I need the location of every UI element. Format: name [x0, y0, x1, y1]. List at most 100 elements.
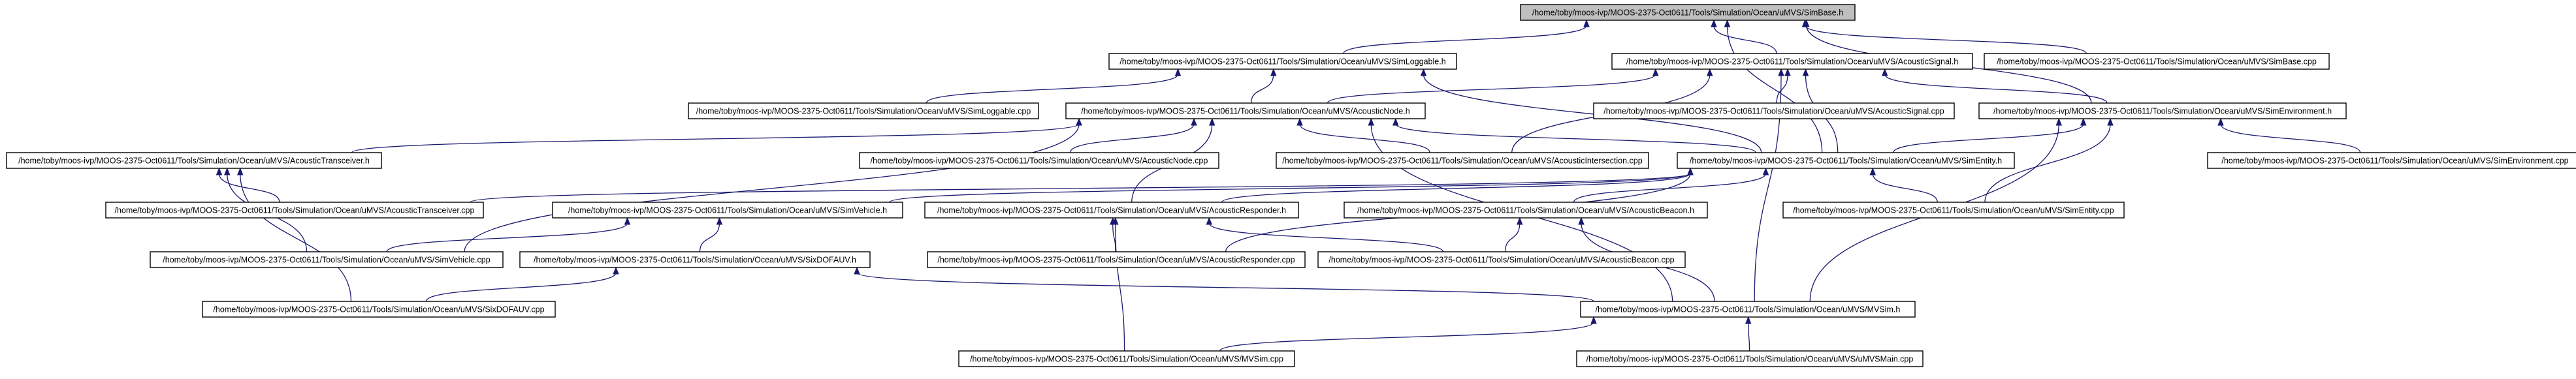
- arrow-head: [1803, 19, 1810, 27]
- node-simloggable-cpp[interactable]: /home/toby/moos-ivp/MOOS-2375-Oct0611/To…: [688, 102, 1039, 119]
- node-simvehicle-cpp[interactable]: /home/toby/moos-ivp/MOOS-2375-Oct0611/To…: [150, 251, 504, 268]
- edge-line: [926, 74, 1179, 104]
- node-label: /home/toby/moos-ivp/MOOS-2375-Oct0611/To…: [1596, 305, 1901, 314]
- node-label: /home/toby/moos-ivp/MOOS-2375-Oct0611/To…: [1532, 8, 1843, 17]
- arrow-head: [1270, 68, 1277, 76]
- node-label: /home/toby/moos-ivp/MOOS-2375-Oct0611/To…: [2221, 156, 2568, 165]
- node-mvsim-cpp[interactable]: /home/toby/moos-ivp/MOOS-2375-Oct0611/To…: [958, 350, 1295, 367]
- edge-line: [1112, 222, 1116, 252]
- node-simvehicle-h[interactable]: /home/toby/moos-ivp/MOOS-2375-Oct0611/To…: [552, 202, 903, 219]
- edge-line: [240, 173, 352, 302]
- edge-line: [464, 123, 1080, 252]
- edge-line: [425, 272, 617, 302]
- edge-acousticnode-h-to-simvehicle-cpp: [464, 117, 1082, 252]
- edge-simenvironment-h-to-simentity-cpp: [1984, 117, 2114, 203]
- node-box: [958, 350, 1295, 367]
- node-box: [1782, 202, 2125, 219]
- node-simloggable-h[interactable]: /home/toby/moos-ivp/MOOS-2375-Oct0611/To…: [1108, 53, 1457, 70]
- edge-simentity-h-to-acousticbeacon-h: [1573, 167, 1769, 203]
- edge-line: [1726, 25, 1823, 153]
- node-box: [1677, 152, 2015, 169]
- node-acousticnode-h[interactable]: /home/toby/moos-ivp/MOOS-2375-Oct0611/To…: [1065, 102, 1426, 119]
- node-sixdofauv-cpp[interactable]: /home/toby/moos-ivp/MOOS-2375-Oct0611/To…: [202, 301, 556, 318]
- edge-line: [1713, 25, 1777, 54]
- arrow-head: [1687, 167, 1694, 175]
- node-acoustictransceiver-h[interactable]: /home/toby/moos-ivp/MOOS-2375-Oct0611/To…: [6, 152, 382, 169]
- edge-acousticresponder-h-to-acousticbeacon-cpp: [1206, 217, 1444, 252]
- node-simenvironment-cpp[interactable]: /home/toby/moos-ivp/MOOS-2375-Oct0611/To…: [2207, 152, 2576, 169]
- edge-line: [1504, 222, 1521, 252]
- edge-simenvironment-h-to-simentity-h: [1893, 117, 2087, 153]
- arrow-head: [1517, 217, 1523, 225]
- node-simbase-cpp[interactable]: /home/toby/moos-ivp/MOOS-2375-Oct0611/To…: [1984, 53, 2330, 70]
- node-box: [2207, 152, 2576, 169]
- node-label: /home/toby/moos-ivp/MOOS-2375-Oct0611/To…: [1993, 106, 2332, 115]
- arrow-head: [1802, 68, 1809, 76]
- node-acousticnode-cpp[interactable]: /home/toby/moos-ivp/MOOS-2375-Oct0611/To…: [859, 152, 1219, 169]
- node-sixdofauv-h[interactable]: /home/toby/moos-ivp/MOOS-2375-Oct0611/To…: [519, 251, 871, 268]
- node-simenvironment-h[interactable]: /home/toby/moos-ivp/MOOS-2375-Oct0611/To…: [1978, 102, 2347, 119]
- node-box: [1520, 4, 1856, 21]
- node-acousticintersection-cpp[interactable]: /home/toby/moos-ivp/MOOS-2375-Oct0611/To…: [1276, 152, 1649, 169]
- arrow-head: [1393, 117, 1399, 126]
- arrow-head: [2107, 117, 2114, 126]
- arrow-head: [624, 217, 631, 225]
- node-label: /home/toby/moos-ivp/MOOS-2375-Oct0611/To…: [1603, 106, 1944, 115]
- node-box: [1276, 152, 1649, 169]
- node-acousticsignal-cpp[interactable]: /home/toby/moos-ivp/MOOS-2375-Oct0611/To…: [1593, 102, 1955, 119]
- node-label: /home/toby/moos-ivp/MOOS-2375-Oct0611/To…: [1793, 205, 2114, 215]
- node-simentity-cpp[interactable]: /home/toby/moos-ivp/MOOS-2375-Oct0611/To…: [1782, 202, 2125, 219]
- edge-line: [1984, 123, 2111, 203]
- arrow-head: [1724, 19, 1731, 27]
- node-box: [202, 301, 556, 318]
- node-acousticbeacon-cpp[interactable]: /home/toby/moos-ivp/MOOS-2375-Oct0611/To…: [1317, 251, 1686, 268]
- arrow-head: [2055, 117, 2062, 126]
- node-label: /home/toby/moos-ivp/MOOS-2375-Oct0611/To…: [970, 354, 1283, 363]
- arrow-head: [1583, 19, 1590, 27]
- edge-acousticsignal-h-to-acousticnode-h: [1327, 68, 1659, 104]
- node-box: [1611, 53, 1973, 70]
- node-label: /home/toby/moos-ivp/MOOS-2375-Oct0611/To…: [1119, 57, 1445, 66]
- edge-acousticnode-h-to-simentity-h: [1393, 117, 1756, 153]
- arrow-head: [2080, 117, 2087, 126]
- arrow-head: [1652, 68, 1659, 76]
- node-simbase-h[interactable]: /home/toby/moos-ivp/MOOS-2375-Oct0611/To…: [1520, 4, 1856, 21]
- arrow-head: [1174, 68, 1182, 76]
- node-box: [1978, 102, 2347, 119]
- edge-simentity-h-to-simentity-cpp: [1869, 167, 1938, 203]
- node-mvsim-h[interactable]: /home/toby/moos-ivp/MOOS-2375-Oct0611/To…: [1580, 301, 1916, 318]
- edge-acousticsignal-h-to-acousticsignal-cpp: [1776, 68, 1791, 104]
- node-label: /home/toby/moos-ivp/MOOS-2375-Oct0611/To…: [871, 156, 1208, 165]
- node-layer: /home/toby/moos-ivp/MOOS-2375-Oct0611/To…: [6, 4, 2576, 367]
- edge-line: [1748, 322, 1750, 352]
- node-label: /home/toby/moos-ivp/MOOS-2375-Oct0611/To…: [1586, 354, 1914, 363]
- edge-line: [1893, 123, 2084, 153]
- arrow-head: [613, 266, 619, 275]
- node-acousticresponder-h[interactable]: /home/toby/moos-ivp/MOOS-2375-Oct0611/To…: [924, 202, 1299, 219]
- edge-line: [699, 222, 720, 252]
- edge-line: [386, 222, 628, 252]
- edge-acoustictransceiver-h-to-acoustictransceiver-cpp: [216, 167, 280, 203]
- arrow-head: [2217, 117, 2224, 126]
- edge-simvehicle-h-to-simvehicle-cpp: [386, 217, 631, 252]
- node-box: [6, 152, 382, 169]
- node-umvsmain-cpp[interactable]: /home/toby/moos-ivp/MOOS-2375-Oct0611/To…: [1576, 350, 1924, 367]
- node-acoustictransceiver-cpp[interactable]: /home/toby/moos-ivp/MOOS-2375-Oct0611/To…: [105, 202, 484, 219]
- node-box: [924, 202, 1299, 219]
- node-acousticresponder-cpp[interactable]: /home/toby/moos-ivp/MOOS-2375-Oct0611/To…: [927, 251, 1306, 268]
- node-acousticbeacon-h[interactable]: /home/toby/moos-ivp/MOOS-2375-Oct0611/To…: [1344, 202, 1708, 219]
- arrow-head: [1296, 117, 1303, 126]
- edge-line: [1804, 25, 2087, 54]
- node-simentity-h[interactable]: /home/toby/moos-ivp/MOOS-2375-Oct0611/To…: [1677, 152, 2015, 169]
- node-label: /home/toby/moos-ivp/MOOS-2375-Oct0611/To…: [1626, 57, 1958, 66]
- arrow-head: [224, 167, 231, 175]
- node-acousticsignal-h[interactable]: /home/toby/moos-ivp/MOOS-2375-Oct0611/To…: [1611, 53, 1973, 70]
- node-box: [1108, 53, 1457, 70]
- edge-line: [1573, 173, 1767, 203]
- node-box: [927, 251, 1306, 268]
- edge-simloggable-h-to-simentity-h: [1420, 68, 1762, 153]
- node-box: [552, 202, 903, 219]
- node-label: /home/toby/moos-ivp/MOOS-2375-Oct0611/To…: [937, 205, 1286, 215]
- node-box: [150, 251, 504, 268]
